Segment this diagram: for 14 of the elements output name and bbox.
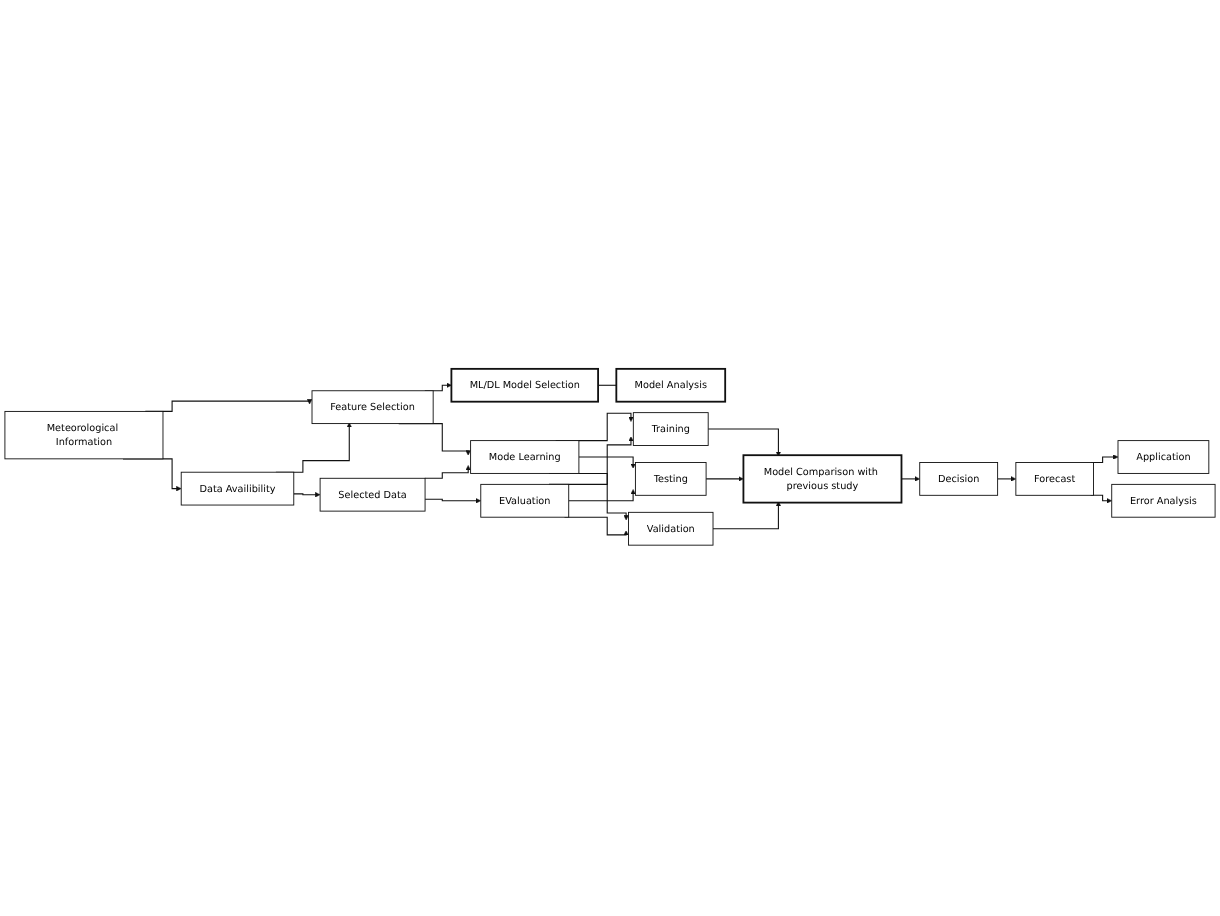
arrow bbox=[712, 502, 782, 531]
arrow bbox=[705, 477, 744, 483]
arrow bbox=[568, 490, 636, 503]
arrow bbox=[578, 457, 636, 470]
arrow bbox=[1090, 495, 1112, 505]
arrow bbox=[563, 517, 629, 537]
arrow bbox=[424, 499, 481, 505]
arrow bbox=[900, 477, 920, 483]
arrow bbox=[424, 466, 471, 480]
connector bbox=[597, 385, 617, 387]
arrow bbox=[997, 477, 1017, 483]
arrow bbox=[707, 429, 782, 458]
arrow bbox=[1090, 455, 1119, 464]
arrow bbox=[293, 493, 321, 499]
